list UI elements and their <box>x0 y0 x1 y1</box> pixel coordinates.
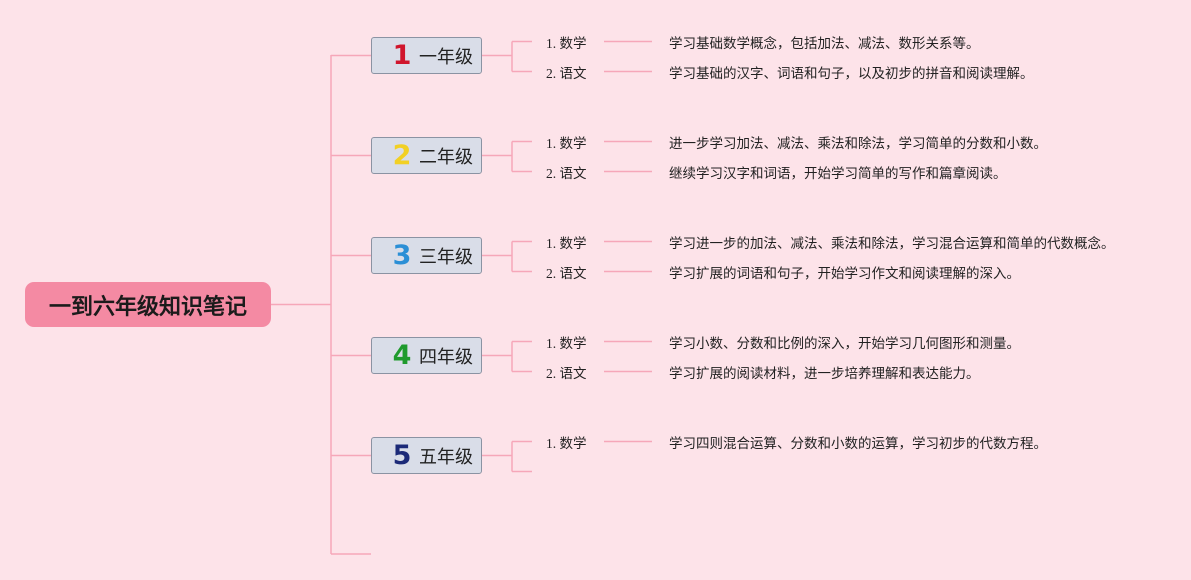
subject-description[interactable]: 学习扩展的阅读材料，进一步培养理解和表达能力。 <box>669 365 980 382</box>
subject-name: 语文 <box>559 65 587 82</box>
subject-description[interactable]: 进一步学习加法、减法、乘法和除法，学习简单的分数和小数。 <box>669 135 1047 152</box>
subject-name: 数学 <box>559 335 587 352</box>
root-topic[interactable]: 一到六年级知识笔记 <box>25 282 271 327</box>
subject-node[interactable]: 2. 语文 <box>546 262 587 282</box>
subject-description[interactable]: 学习进一步的加法、减法、乘法和除法，学习混合运算和简单的代数概念。 <box>669 235 1115 252</box>
subject-description[interactable]: 学习基础数学概念，包括加法、减法、数形关系等。 <box>669 35 980 52</box>
subject-index: 1. <box>546 235 557 251</box>
subject-name: 数学 <box>559 35 587 52</box>
grade-label: 五年级 <box>419 446 473 468</box>
grade-number-badge: 5 <box>392 440 412 471</box>
subject-description[interactable]: 学习基础的汉字、词语和句子，以及初步的拼音和阅读理解。 <box>669 65 1034 82</box>
subject-node[interactable]: 1. 数学 <box>546 32 587 52</box>
grade-label: 四年级 <box>419 346 473 368</box>
grade-node-2[interactable]: 2 二年级 <box>371 137 482 174</box>
subject-index: 2. <box>546 265 557 281</box>
subject-name: 数学 <box>559 235 587 252</box>
subject-name: 语文 <box>559 165 587 182</box>
subject-name: 语文 <box>559 365 587 382</box>
subject-node[interactable]: 1. 数学 <box>546 432 587 452</box>
grade-label: 三年级 <box>419 246 473 268</box>
subject-node[interactable]: 1. 数学 <box>546 132 587 152</box>
subject-index: 1. <box>546 135 557 151</box>
subject-description[interactable]: 继续学习汉字和词语，开始学习简单的写作和篇章阅读。 <box>669 165 1007 182</box>
subject-name: 数学 <box>559 435 587 452</box>
grade-number-badge: 1 <box>392 40 412 71</box>
subject-node[interactable]: 2. 语文 <box>546 362 587 382</box>
grade-label: 二年级 <box>419 146 473 168</box>
subject-index: 1. <box>546 35 557 51</box>
grade-node-4[interactable]: 4 四年级 <box>371 337 482 374</box>
subject-description[interactable]: 学习小数、分数和比例的深入，开始学习几何图形和测量。 <box>669 335 1020 352</box>
grade-number-badge: 2 <box>392 140 412 171</box>
grade-number-badge: 3 <box>392 240 412 271</box>
subject-node[interactable]: 2. 语文 <box>546 162 587 182</box>
subject-description[interactable]: 学习四则混合运算、分数和小数的运算，学习初步的代数方程。 <box>669 435 1047 452</box>
subject-name: 语文 <box>559 265 587 282</box>
subject-index: 2. <box>546 165 557 181</box>
subject-node[interactable]: 1. 数学 <box>546 232 587 252</box>
root-title: 一到六年级知识笔记 <box>48 294 247 320</box>
subject-node[interactable]: 2. 语文 <box>546 62 587 82</box>
grade-node-1[interactable]: 1 一年级 <box>371 37 482 74</box>
grade-node-3[interactable]: 3 三年级 <box>371 237 482 274</box>
grade-label: 一年级 <box>419 46 473 68</box>
subject-index: 1. <box>546 335 557 351</box>
subject-name: 数学 <box>559 135 587 152</box>
subject-node[interactable]: 1. 数学 <box>546 332 587 352</box>
subject-index: 1. <box>546 435 557 451</box>
subject-index: 2. <box>546 65 557 81</box>
subject-index: 2. <box>546 365 557 381</box>
grade-node-5[interactable]: 5 五年级 <box>371 437 482 474</box>
grade-number-badge: 4 <box>392 340 412 371</box>
subject-description[interactable]: 学习扩展的词语和句子，开始学习作文和阅读理解的深入。 <box>669 265 1020 282</box>
